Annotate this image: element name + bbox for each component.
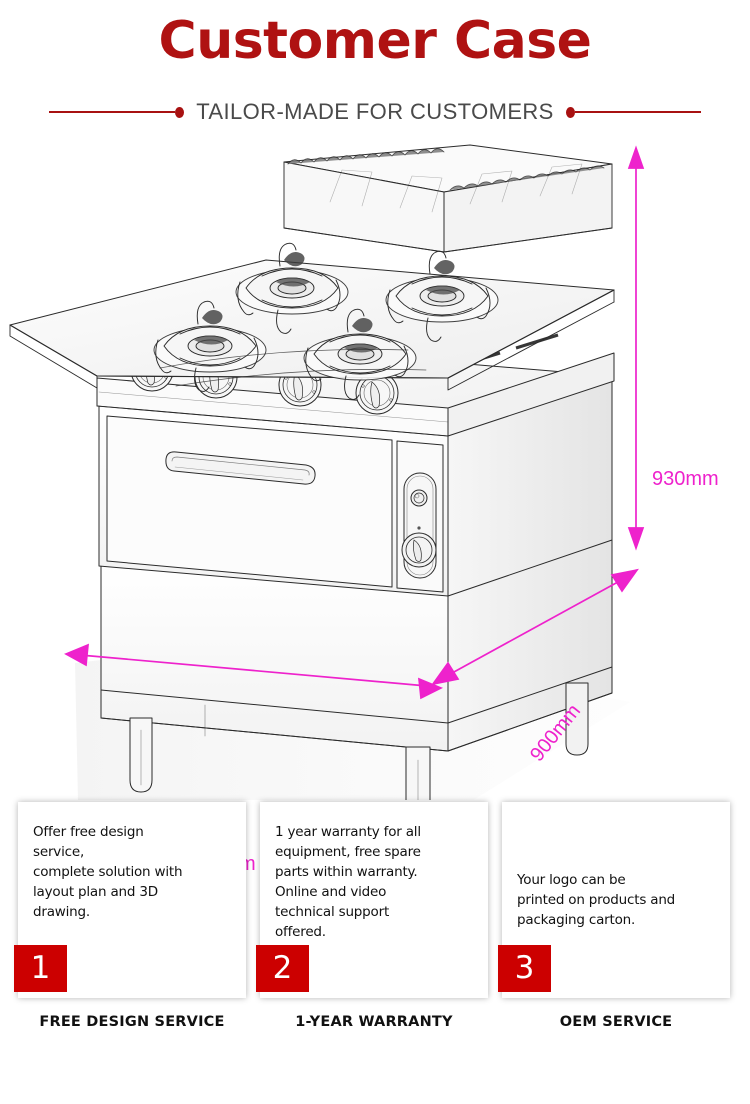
subtitle-dot-right-icon (565, 106, 575, 118)
product-illustration: 930mm 900mm 800mm (0, 140, 750, 875)
card-body-text: 1 year warranty for all equipment, free … (275, 824, 421, 940)
feature-card-1: Offer free design service, complete solu… (14, 802, 246, 1030)
feature-card-3: Your logo can be printed on products and… (498, 802, 730, 1030)
subtitle-rule-left (49, 111, 176, 113)
subtitle-rule-right (574, 111, 701, 113)
page-title: Customer Case (158, 11, 592, 71)
feature-card-2: 1 year warranty for all equipment, free … (256, 802, 488, 1030)
card-panel: 1 year warranty for all equipment, free … (256, 802, 488, 998)
card-body-text: Your logo can be printed on products and… (517, 872, 676, 928)
card-caption: 1-YEAR WARRANTY (295, 1014, 453, 1030)
subtitle-text: TAILOR-MADE FOR CUSTOMERS (196, 99, 554, 124)
card-caption: OEM SERVICE (559, 1014, 673, 1030)
card-number-badge: 1 (14, 945, 67, 992)
card-number-badge: 3 (498, 945, 551, 992)
subtitle-dot-left-icon (175, 106, 185, 118)
card-number-badge: 2 (256, 945, 309, 992)
gas-range-drawing-icon (9, 144, 645, 800)
card-caption: FREE DESIGN SERVICE (39, 1014, 225, 1030)
card-body-text: Offer free design service, complete solu… (33, 824, 183, 920)
card-panel: Your logo can be printed on products and… (498, 802, 730, 998)
subtitle-row: TAILOR-MADE FOR CUSTOMERS (0, 98, 750, 126)
card-panel: Offer free design service, complete solu… (14, 802, 246, 998)
feature-cards: Offer free design service, complete solu… (0, 802, 750, 1104)
dimension-label-height: 930mm (652, 468, 719, 490)
